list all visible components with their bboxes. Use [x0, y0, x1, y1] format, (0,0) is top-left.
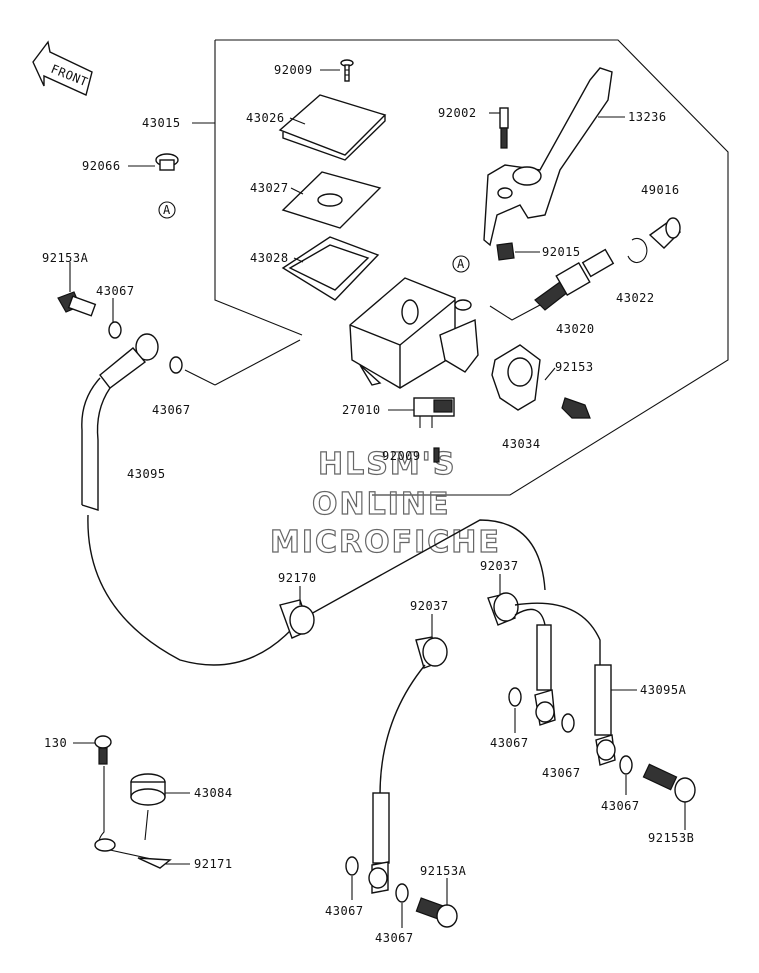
svg-text:HLSM'S: HLSM'S — [318, 447, 456, 482]
banjo-bolt-top — [57, 291, 97, 317]
callout-92153b: 92153B — [648, 831, 694, 845]
hose-fitting-right — [594, 664, 616, 766]
lower-hose-right — [514, 602, 601, 665]
callout-92153a-bottom: 92153A — [420, 864, 467, 878]
pivot-nut — [496, 242, 515, 261]
callout-43027: 43027 — [250, 181, 289, 195]
callout-43028: 43028 — [250, 251, 289, 265]
bolt-130 — [94, 735, 112, 765]
ref-marker-a-left: A — [158, 201, 176, 219]
callout-92009-b: 92009 — [382, 449, 421, 463]
callout-43015: 43015 — [142, 116, 181, 130]
washer-a — [108, 321, 122, 339]
washer-c — [508, 687, 522, 707]
brake-lever — [483, 67, 613, 247]
callout-43084: 43084 — [194, 786, 233, 800]
washer-e — [619, 755, 633, 775]
callout-27010: 27010 — [342, 403, 381, 417]
svg-text:A: A — [457, 257, 465, 271]
callout-43022: 43022 — [616, 291, 655, 305]
reservoir-cap — [278, 94, 387, 161]
callout-43026: 43026 — [246, 111, 285, 125]
svg-text:A: A — [163, 203, 171, 217]
washer-f — [345, 856, 359, 876]
grommet — [155, 153, 179, 171]
hose-fitting-left — [368, 792, 390, 894]
front-arrow-icon: FRONT — [32, 40, 93, 96]
svg-text:ONLINE: ONLINE — [312, 487, 451, 522]
callout-43067-g: 43067 — [375, 931, 414, 945]
callout-43020: 43020 — [556, 322, 595, 336]
cap-screw — [340, 59, 354, 82]
callout-92037-b: 92037 — [410, 599, 449, 613]
callout-92171: 92171 — [194, 857, 233, 871]
hose-joint-92037-a — [487, 592, 519, 626]
callout-43067-e: 43067 — [601, 799, 640, 813]
banjo-bolt-right — [642, 763, 696, 803]
assembly-frame — [214, 39, 729, 496]
hose-joint-92170 — [279, 599, 315, 639]
leader-lines — [69, 69, 686, 928]
diaphragm — [281, 236, 380, 301]
callout-92066: 92066 — [82, 159, 121, 173]
callout-43067-f: 43067 — [325, 904, 364, 918]
hose-fitting-middle — [534, 624, 556, 726]
washer-b — [169, 356, 183, 374]
callout-92153: 92153 — [555, 360, 594, 374]
callout-92002: 92002 — [438, 106, 477, 120]
callout-130: 130 — [44, 736, 67, 750]
piston-assembly — [534, 248, 615, 311]
callout-92015: 92015 — [542, 245, 581, 259]
ref-marker-a-right: A — [452, 255, 470, 273]
lower-hose-left — [379, 664, 426, 796]
pivot-bolt — [499, 107, 509, 149]
callout-43034: 43034 — [502, 437, 541, 451]
banjo-bolt-bottom — [415, 897, 458, 928]
master-cylinder-body — [349, 277, 479, 389]
callout-43067-b: 43067 — [152, 403, 191, 417]
callout-43095a: 43095A — [640, 683, 687, 697]
switch-screw — [433, 447, 440, 463]
clamp-bolt — [561, 397, 591, 419]
watermark: HLSM'S ONLINE MICROFICHE — [269, 446, 501, 560]
callout-43067-c: 43067 — [490, 736, 529, 750]
callout-92009: 92009 — [274, 63, 313, 77]
washer-d — [561, 713, 575, 733]
svg-text:MICROFICHE: MICROFICHE — [270, 525, 501, 560]
hose-joint-92037-b — [415, 636, 448, 669]
callout-49016: 49016 — [641, 183, 680, 197]
brake-light-switch — [413, 397, 455, 428]
upper-brake-hose — [81, 333, 546, 666]
hose-clamp-92171 — [94, 766, 172, 869]
washer-g — [395, 883, 409, 903]
callout-labels: 92009 43015 43026 92066 43027 43028 9215… — [42, 63, 694, 945]
callout-92037-a: 92037 — [480, 559, 519, 573]
circlip — [627, 237, 648, 263]
dust-boot — [648, 217, 682, 249]
handlebar-clamp — [491, 344, 541, 411]
callout-43067-a: 43067 — [96, 284, 135, 298]
grommet-43084 — [130, 773, 166, 806]
callout-92153a-top: 92153A — [42, 251, 89, 265]
callout-43067-d: 43067 — [542, 766, 581, 780]
callout-13236: 13236 — [628, 110, 667, 124]
callout-92170: 92170 — [278, 571, 317, 585]
callout-43095: 43095 — [127, 467, 166, 481]
